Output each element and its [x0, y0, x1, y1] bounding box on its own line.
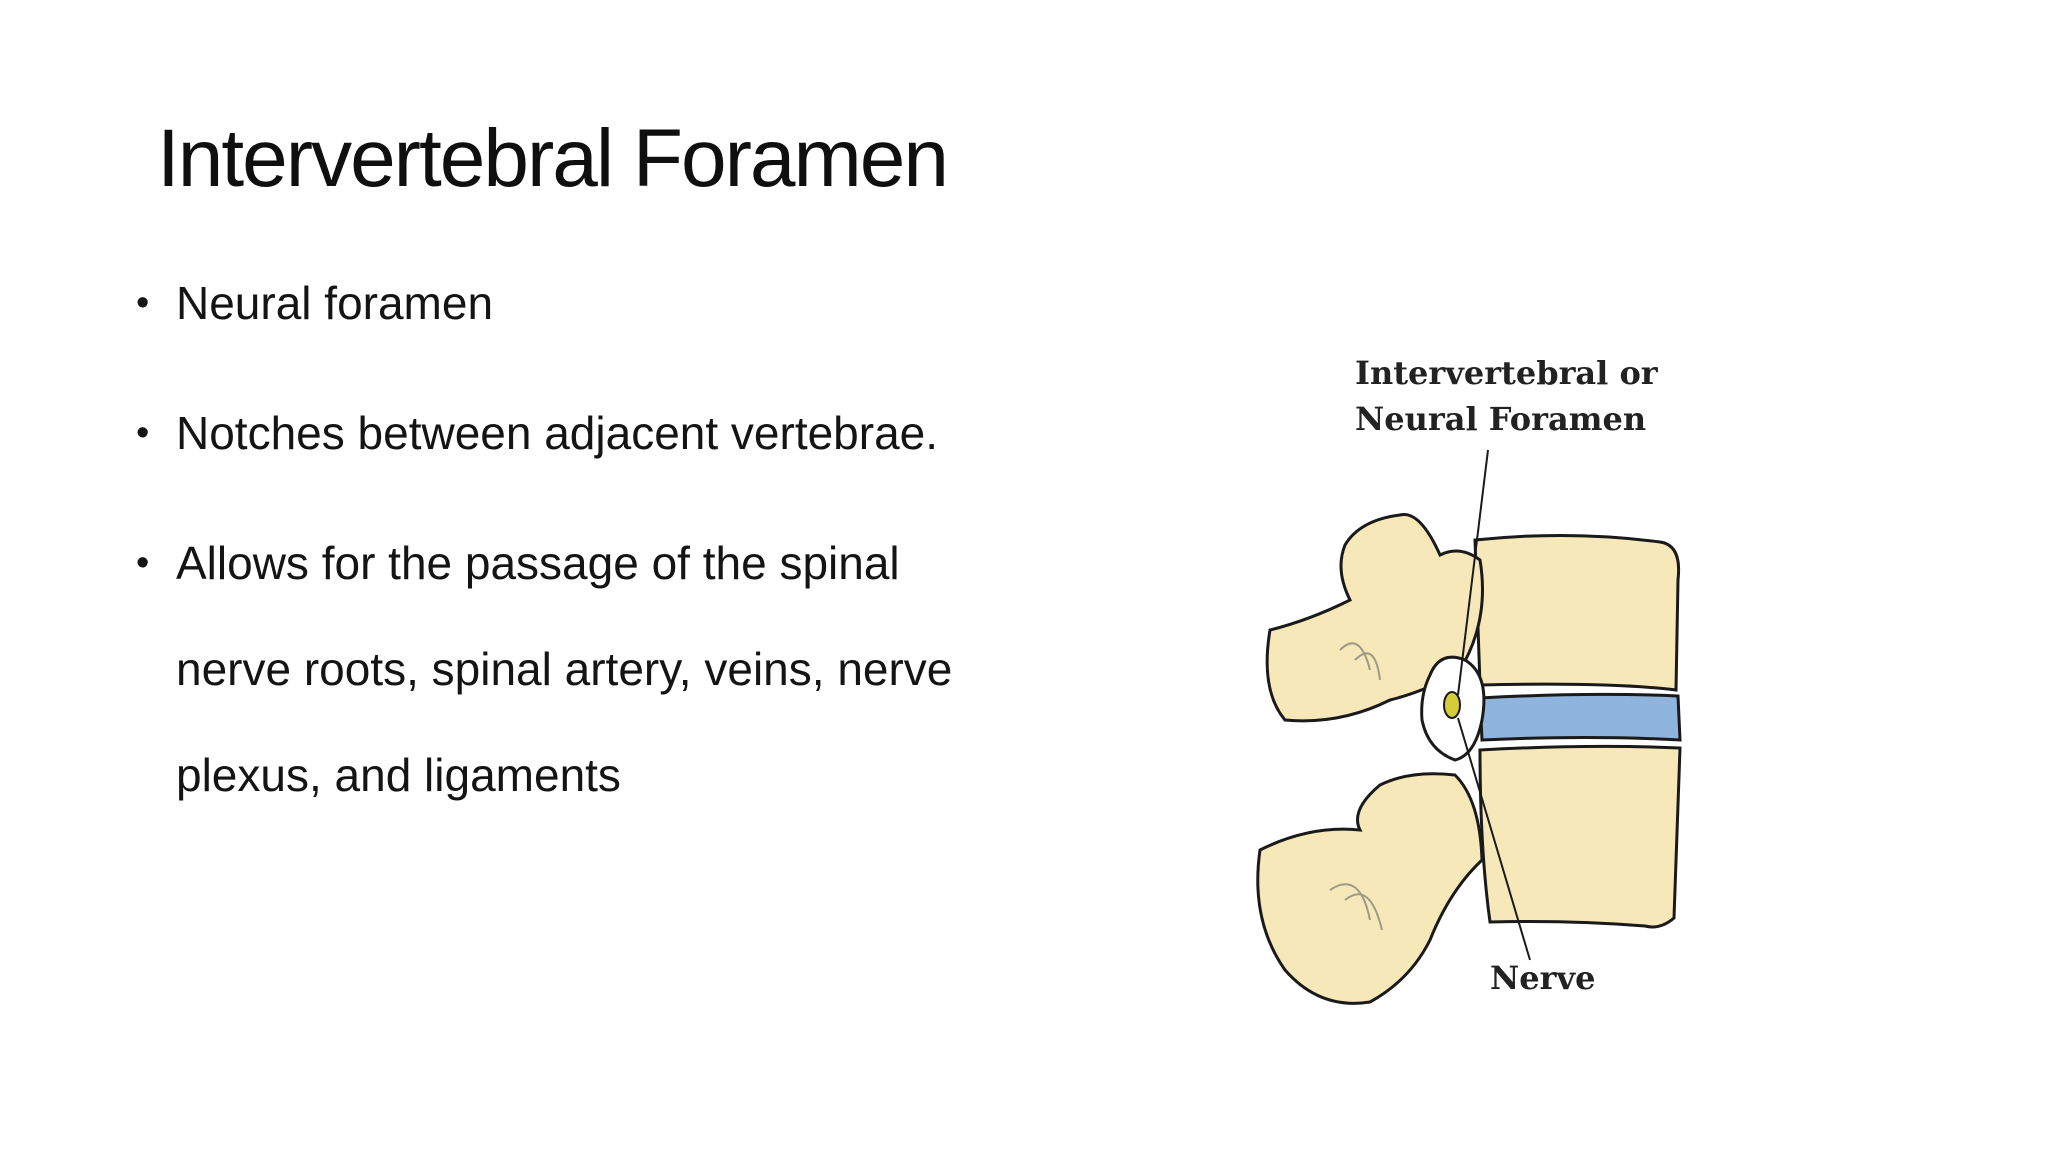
nerve-leader-line	[1457, 717, 1531, 961]
intervertebral-disc	[1478, 692, 1682, 742]
bullet-text: Notches between adjacent vertebrae.	[176, 407, 939, 459]
slide-title: Intervertebral Foramen	[157, 113, 949, 204]
lower-posterior-process	[1256, 772, 1484, 1005]
vertebra-illustration: Intervertebral or Neural Foramen Nerve	[1190, 330, 1750, 1030]
lower-vertebral-body	[1478, 744, 1682, 929]
foramen-label-line2: Neural Foramen	[1355, 400, 1647, 438]
bullet-item: • Notches between adjacent vertebrae.	[136, 380, 1016, 486]
bullet-marker: •	[136, 542, 150, 584]
bone-shading	[1329, 642, 1383, 931]
bullet-marker: •	[136, 282, 150, 324]
bullet-list: • Neural foramen • Notches between adjac…	[136, 250, 1016, 852]
bullet-marker: •	[136, 412, 150, 454]
upper-vertebral-body	[1473, 533, 1681, 692]
nerve-label: Nerve	[1490, 959, 1596, 997]
spine-diagram	[1256, 449, 1682, 1005]
upper-posterior-process	[1265, 513, 1484, 723]
nerve-root	[1443, 691, 1461, 719]
bullet-text: Neural foramen	[176, 277, 494, 329]
foramen-label-line1: Intervertebral or	[1355, 354, 1658, 392]
bullet-text: Allows for the passage of the spinal ner…	[176, 537, 953, 801]
foramen-label: Intervertebral or Neural Foramen	[1355, 350, 1658, 442]
bullet-item: • Allows for the passage of the spinal n…	[136, 510, 1016, 828]
foramen-leader-line	[1457, 449, 1489, 696]
bullet-item: • Neural foramen	[136, 250, 1016, 356]
